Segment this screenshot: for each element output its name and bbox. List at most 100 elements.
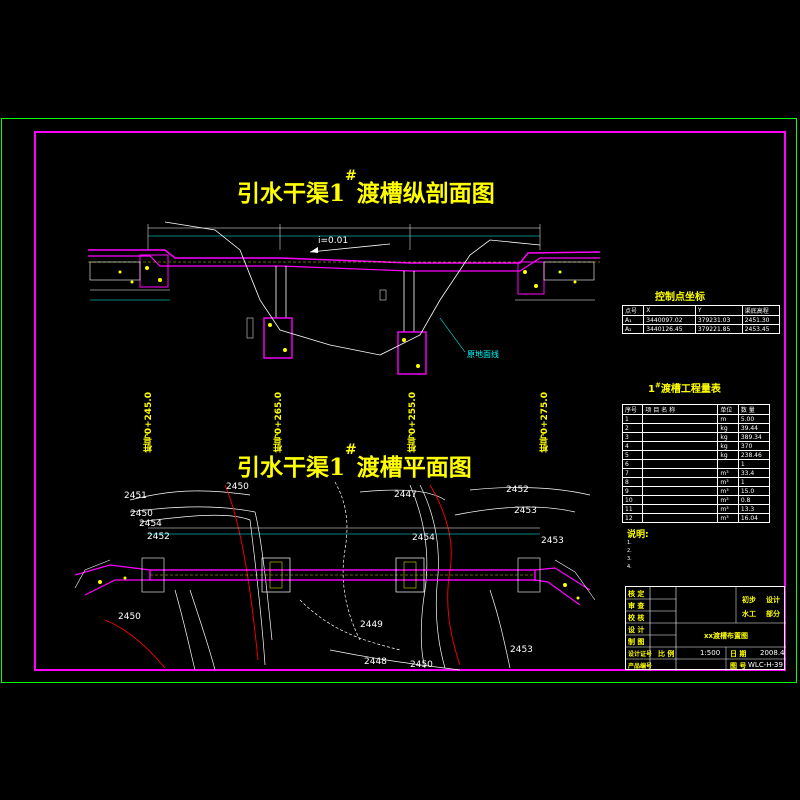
contour-label: 2450	[118, 612, 141, 622]
table-cell: 389.34	[737, 432, 771, 442]
notes-block: 说明: 1. 2. 3. 4.	[627, 531, 649, 571]
contour-label: 2450	[130, 509, 153, 519]
table-cell	[642, 450, 719, 460]
table-cell: 9	[621, 486, 644, 496]
tb-label: 产品编号	[628, 663, 653, 670]
table-cell	[642, 414, 719, 424]
table-cell: m³	[717, 468, 739, 478]
table-cell	[642, 468, 719, 478]
table-cell: 5	[621, 450, 644, 460]
profile-title: 引水干渠1#渡槽纵剖面图	[237, 168, 495, 207]
table-cell: A₂	[621, 324, 645, 334]
number-label: 图 号	[730, 662, 747, 670]
table-header-row: 点号 X Y 渠底高程	[621, 305, 781, 316]
plan-title: 引水干渠1#渡槽平面图	[237, 442, 472, 481]
table-header: 单位	[717, 404, 739, 415]
scale-label: 比 例	[658, 650, 675, 658]
scale-value: 1:500	[700, 649, 721, 657]
table-cell	[642, 486, 719, 496]
drawing-name: xx渡槽布置图	[704, 632, 749, 640]
table-cell	[642, 432, 719, 442]
table-header: 渠底高程	[741, 305, 781, 316]
table-cell: 13.3	[737, 504, 771, 514]
table-cell: 10	[621, 495, 644, 505]
table-cell: 6	[621, 459, 644, 469]
ground-line-label: 原地面线	[467, 350, 499, 359]
table-cell: 1	[737, 459, 771, 469]
table-cell: 3	[621, 432, 644, 442]
table-cell: 379231.03	[694, 315, 743, 325]
table-cell: 379221.85	[694, 324, 743, 334]
table-cell: 11	[621, 504, 644, 514]
table-header-row: 序号 项 目 名 称 单位 数 量	[621, 404, 771, 415]
note-item: 1.	[627, 540, 632, 546]
contour-label: 2447	[394, 490, 417, 500]
date-label: 日 期	[730, 650, 747, 658]
note-item: 3.	[627, 556, 632, 562]
tb-label: 校 核	[628, 614, 645, 622]
outer-border	[1, 118, 797, 683]
table-header: 序号	[621, 404, 644, 415]
table-cell: kg	[717, 423, 739, 433]
table-cell: kg	[717, 432, 739, 442]
table-row: A₂ 3440126.45 379221.85 2453.45	[621, 324, 781, 334]
table-cell: 7	[621, 468, 644, 478]
tb-stage: 设计	[766, 596, 780, 604]
table-cell: m³	[717, 486, 739, 496]
tb-label: 设 计	[628, 626, 645, 634]
station-label: 桩号0+275.0	[540, 392, 550, 453]
slope-label: i=0.01	[318, 236, 349, 246]
note-item: 4.	[627, 564, 632, 570]
date-value: 2008.4	[760, 649, 785, 657]
table-cell: 1	[737, 477, 771, 487]
plan-view	[74, 481, 596, 671]
title-block-grid	[626, 587, 786, 671]
table-header: Y	[694, 305, 743, 316]
table-cell: m³	[717, 477, 739, 487]
table-cell: 0.8	[737, 495, 771, 505]
table-header: 点号	[621, 305, 645, 316]
tb-stage: 水工	[742, 610, 756, 618]
station-label: 桩号0+245.0	[144, 392, 154, 453]
table-cell: 33.4	[737, 468, 771, 478]
table-cell	[642, 495, 719, 505]
table-cell: m³	[717, 504, 739, 514]
table-cell: 16.04	[737, 513, 771, 523]
table-cell: 1	[621, 414, 644, 424]
table-cell	[642, 504, 719, 514]
contour-label: 2451	[124, 491, 147, 501]
contour-label: 2449	[360, 620, 383, 630]
table-header: 数 量	[737, 404, 771, 415]
tb-stage: 部分	[766, 610, 780, 618]
contour-label: 2453	[541, 536, 564, 546]
tb-stage: 初步	[742, 596, 756, 604]
table-header: 项 目 名 称	[642, 404, 719, 415]
contour-label: 2452	[506, 485, 529, 495]
table-cell: 3440097.02	[643, 315, 696, 325]
table-cell: A₁	[621, 315, 645, 325]
number-value: WLC-H-39	[748, 661, 783, 669]
table-cell: 4	[621, 441, 644, 451]
table-header: X	[643, 305, 696, 316]
contour-label: 2450	[410, 660, 433, 670]
table-cell: 39.44	[737, 423, 771, 433]
quantity-table-title: 1#渡槽工程量表	[648, 381, 721, 395]
contour-label: 2450	[226, 482, 249, 492]
table-cell: 15.0	[737, 486, 771, 496]
contour-label: 2454	[412, 533, 435, 543]
table-row: A₁ 3440097.02 379231.03 2451.30	[621, 315, 781, 325]
table-cell	[717, 459, 739, 469]
